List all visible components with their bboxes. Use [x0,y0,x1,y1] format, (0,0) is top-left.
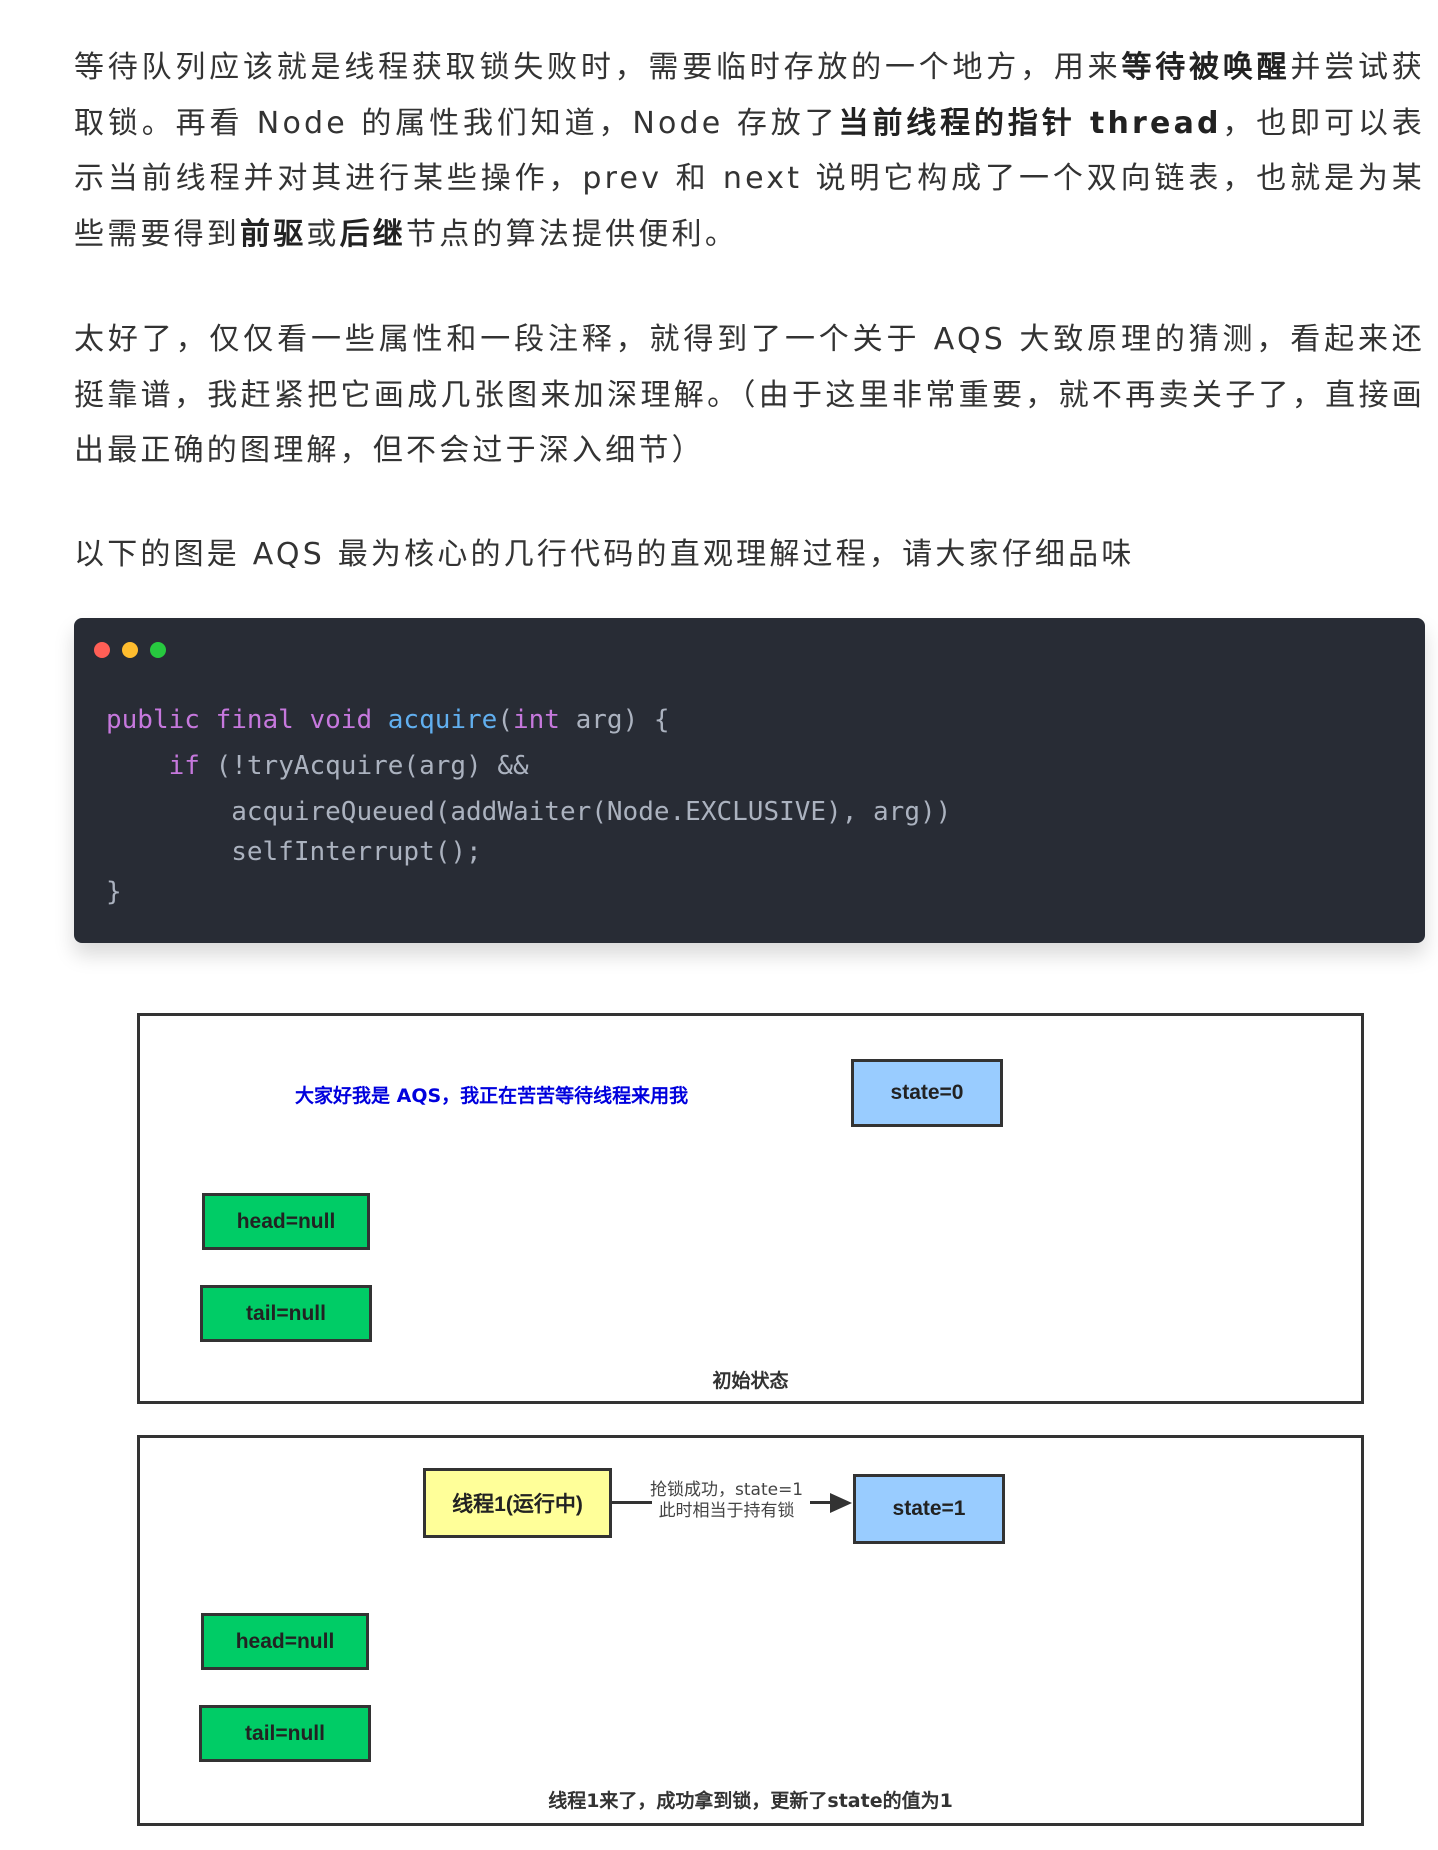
head-box: head=null [202,1193,370,1250]
text: 并尝试获取锁。再看 Node 的属性我们知道，Node 存放了 [74,50,1425,141]
arrow-label-line: 此时相当于持有锁 [658,1501,795,1521]
state-box: state=1 [853,1474,1005,1544]
paragraph-guess: 太好了，仅仅看一些属性和一段注释，就得到了一个关于 AQS 大致原理的猜测，看起… [74,322,1425,468]
minimize-dot-icon [122,642,138,658]
thread1-box: 线程1(运行中) [423,1468,612,1538]
code-text: public final void acquire(int arg) { if … [106,700,951,912]
arrow-head-icon [830,1493,852,1513]
paragraph-wait-queue: 等待队列应该就是线程获取锁失败时，需要临时存放的一个地方，用来等待被唤醒并尝试获… [74,40,1425,262]
code-token: ( [497,705,513,735]
diagram-initial-state: 大家好我是 AQS，我正在苦苦等待线程来用我 state=0 head=null… [137,1013,1364,1404]
code-line: acquireQueued(addWaiter(Node.EXCLUSIVE),… [106,797,952,827]
diagram-caption: 初始状态 [712,1370,789,1392]
bold-text: 后继 [339,216,407,252]
arrow-line [810,1501,832,1504]
aqs-intro-text: 大家好我是 AQS，我正在苦苦等待线程来用我 [295,1085,689,1107]
code-line: selfInterrupt(); [106,837,482,867]
code-token: public final void [106,705,388,735]
code-token: arg) { [559,705,670,735]
code-block: public final void acquire(int arg) { if … [74,618,1425,943]
code-token: int [513,705,560,735]
diagram-caption: 线程1来了，成功拿到锁，更新了state的值为1 [548,1790,953,1812]
state-box: state=0 [851,1059,1003,1127]
code-token: (!tryAcquire(arg) && [199,751,529,781]
bold-text: 前驱 [240,216,307,252]
code-token: if [106,751,200,781]
tail-box: tail=null [199,1705,371,1762]
text: 节点的算法提供便利。 [406,216,739,252]
arrow-line [612,1501,652,1504]
text: ，也即可以表示当前线程并对其进行某些操作，prev 和 next 说明它构成了一… [74,105,1425,252]
arrow-label-line: 抢锁成功，state=1 [650,1480,804,1500]
bold-text: 等待被唤醒 [1121,50,1291,85]
close-dot-icon [94,642,110,658]
text: 等待队列应该就是线程获取锁失败时，需要临时存放的一个地方，用来 [74,50,1122,85]
text: 或 [306,216,340,252]
paragraph-intro: 以下的图是 AQS 最为核心的几行代码的直观理解过程，请大家仔细品味 [74,537,1135,572]
code-token: acquire [387,705,498,735]
code-line: } [106,877,122,907]
head-box: head=null [201,1613,369,1670]
tail-box: tail=null [200,1285,372,1342]
maximize-dot-icon [150,642,166,658]
bold-text: 当前线程的指针 thread [838,105,1222,141]
